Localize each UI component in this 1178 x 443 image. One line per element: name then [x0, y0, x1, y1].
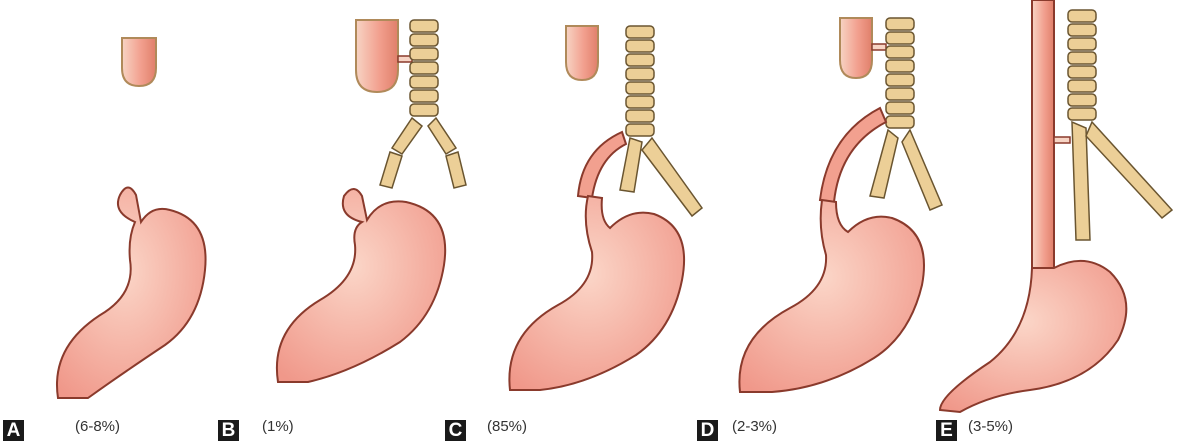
panel-e-illustration: [950, 0, 1178, 443]
trachea-icon: [620, 26, 702, 216]
panel-b-percent: (1%): [262, 418, 294, 435]
esophagus-pouch-icon: [356, 20, 398, 92]
panel-a-percent: (6-8%): [75, 418, 120, 435]
panel-e: E (3-5%): [950, 0, 1178, 443]
panel-c: C (85%): [470, 0, 710, 443]
panel-c-letter: C: [445, 420, 466, 441]
panel-b-illustration: [230, 0, 470, 443]
panel-c-illustration: [470, 0, 710, 443]
panel-b-letter: B: [218, 420, 239, 441]
panel-a-letter: A: [3, 420, 24, 441]
fistula-icon: [1054, 137, 1070, 143]
esophagus-pouch-icon: [566, 26, 598, 80]
stomach-icon: [57, 188, 206, 399]
stomach-icon: [739, 200, 924, 392]
stomach-icon: [940, 261, 1126, 412]
fistula-icon: [872, 44, 886, 50]
panel-b: B (1%): [230, 0, 470, 443]
stomach-icon: [509, 196, 684, 390]
panel-a: A (6-8%): [0, 0, 230, 443]
panel-a-illustration: [0, 0, 230, 443]
esophagus-pouch-icon: [1032, 0, 1054, 270]
panel-d-percent: (2-3%): [732, 418, 777, 435]
panel-c-percent: (85%): [487, 418, 527, 435]
panel-d-letter: D: [697, 420, 718, 441]
stomach-icon: [277, 189, 445, 382]
fistula-icon: [578, 132, 626, 198]
esophagus-pouch-icon: [122, 38, 156, 86]
panel-e-percent: (3-5%): [968, 418, 1013, 435]
trachea-icon: [1068, 10, 1172, 240]
panel-d-illustration: [710, 0, 950, 443]
esophagus-pouch-icon: [840, 18, 872, 78]
panel-d: D (2-3%): [710, 0, 950, 443]
panel-e-letter: E: [936, 420, 957, 441]
